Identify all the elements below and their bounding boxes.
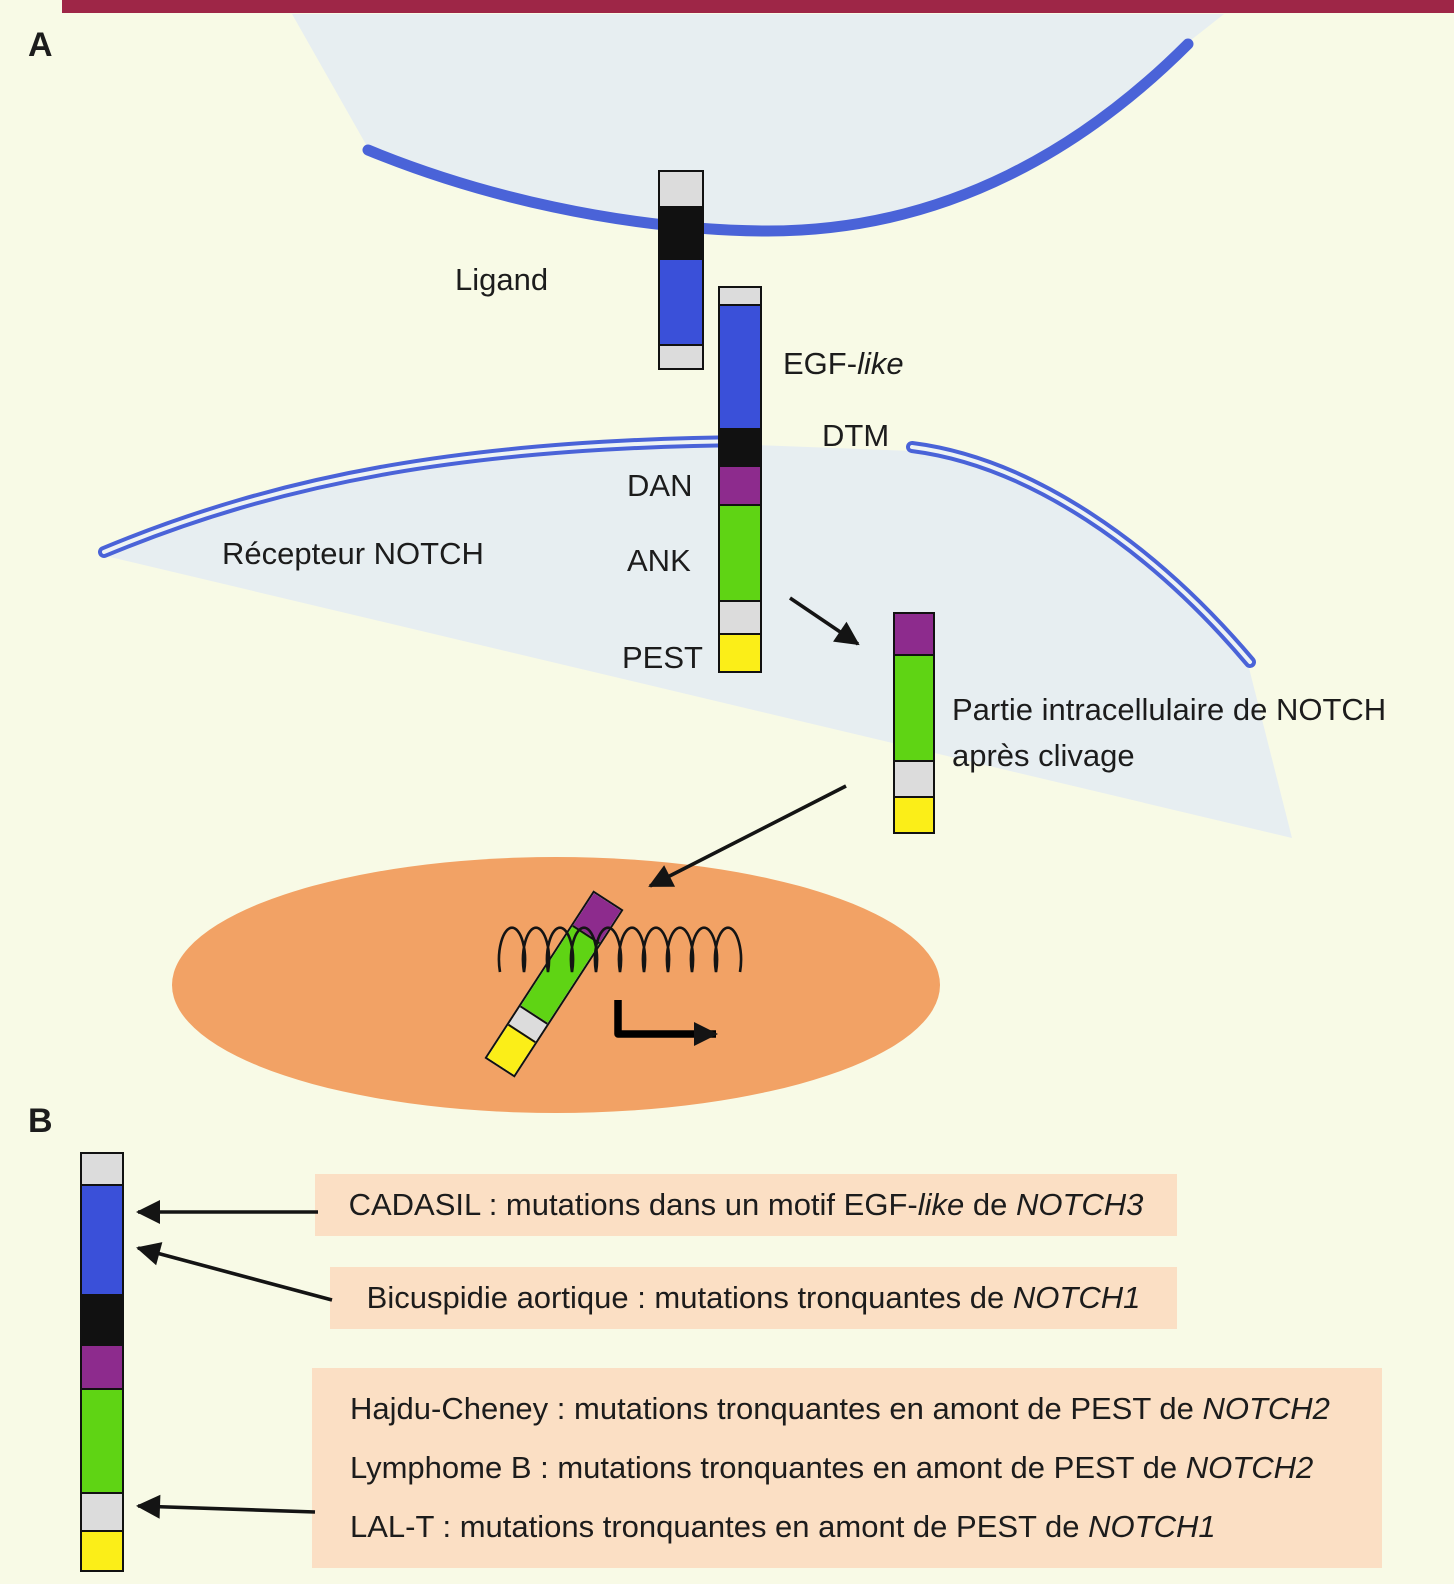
cleaved-segment-pest <box>895 796 933 832</box>
cleaved-segment-spacer <box>895 760 933 796</box>
dtm-label: DTM <box>822 418 890 453</box>
b-segment-ank <box>82 1388 122 1492</box>
b-segment-egf-like <box>82 1184 122 1294</box>
pest-mutations-box: Hajdu-Cheney : mutations tronquantes en … <box>312 1368 1382 1568</box>
ligand-label: Ligand <box>455 262 549 297</box>
receptor-segment-egf-like <box>720 304 760 428</box>
bicuspidie-arrow <box>136 1242 333 1302</box>
pest-mutations-arrow <box>136 1494 316 1519</box>
receptor-segment-ank <box>720 504 760 600</box>
cleaved-label-line1: Partie intracellulaire de NOTCH <box>952 692 1387 727</box>
lal-t-gene: NOTCH1 <box>1088 1509 1216 1544</box>
ligand-segment-cap-bottom <box>660 344 702 368</box>
lymphome-b-text: Lymphome B : mutations tronquantes en am… <box>350 1450 1186 1485</box>
cadasil-text-mid: de <box>964 1187 1016 1222</box>
b-segment-dan <box>82 1344 122 1388</box>
egf-like-label-text: EGF- <box>783 346 858 381</box>
panel-a-letter: A <box>28 26 53 64</box>
nuclear-segment-ank <box>520 924 601 1023</box>
signaling-cell-body <box>292 14 1224 231</box>
egf-like-label: EGF-like <box>783 346 904 382</box>
receptor-segment-cap <box>720 288 760 304</box>
b-segment-dtm <box>82 1294 122 1344</box>
hajdu-cheney-gene: NOTCH2 <box>1202 1391 1330 1426</box>
pest-label: PEST <box>622 640 703 675</box>
cleavage-arrow <box>788 596 860 646</box>
hajdu-cheney-text: Hajdu-Cheney : mutations tronquantes en … <box>350 1391 1203 1426</box>
ligand-segment-transmembrane <box>660 206 702 258</box>
lal-t-line: LAL-T : mutations tronquantes en amont d… <box>350 1509 1216 1545</box>
signaling-cell-membrane <box>362 38 1194 237</box>
receiving-cell-membrane-right-gap <box>910 445 1252 664</box>
transcription-arrow <box>614 1000 718 1046</box>
top-rule <box>62 0 1454 13</box>
hajdu-cheney-line: Hajdu-Cheney : mutations tronquantes en … <box>350 1391 1330 1427</box>
receptor-label: Récepteur NOTCH <box>222 536 484 571</box>
nuclear-notch-bar <box>484 890 624 1078</box>
cadasil-box: CADASIL : mutations dans un motif EGF-li… <box>315 1174 1177 1236</box>
cadasil-text-italic2: NOTCH3 <box>1015 1187 1144 1222</box>
lymphome-b-gene: NOTCH2 <box>1185 1450 1314 1485</box>
b-segment-cap <box>82 1154 122 1184</box>
cadasil-text-italic1: like <box>917 1187 965 1222</box>
b-segment-spacer <box>82 1492 122 1530</box>
receiving-cell-membrane-right <box>906 441 1256 668</box>
cadasil-text-normal: CADASIL : mutations dans un motif EGF- <box>348 1187 918 1222</box>
receptor-segment-pest <box>720 633 760 671</box>
ligand-segment-cap-top <box>660 172 702 206</box>
panel-b-notch-bar <box>80 1152 124 1572</box>
dna-coil <box>497 926 743 973</box>
bicuspidie-text-normal: Bicuspidie aortique : mutations tronquan… <box>366 1280 1013 1315</box>
receptor-segment-spacer <box>720 600 760 633</box>
dan-label: DAN <box>627 468 693 503</box>
ligand-segment-body <box>660 258 702 344</box>
bicuspidie-box: Bicuspidie aortique : mutations tronquan… <box>330 1267 1177 1329</box>
cadasil-text: CADASIL : mutations dans un motif EGF-li… <box>349 1187 1144 1223</box>
cleaved-segment-dan <box>895 614 933 654</box>
panel-b-letter: B <box>28 1102 53 1140</box>
nuclear-translocation-arrow <box>648 784 847 888</box>
lymphome-b-line: Lymphome B : mutations tronquantes en am… <box>350 1450 1313 1486</box>
ank-label: ANK <box>627 543 691 578</box>
bicuspidie-text: Bicuspidie aortique : mutations tronquan… <box>367 1280 1141 1316</box>
cleaved-label-line2: après clivage <box>952 738 1135 773</box>
b-segment-pest <box>82 1530 122 1570</box>
egf-like-label-italic: like <box>857 346 904 381</box>
bicuspidie-text-italic: NOTCH1 <box>1012 1280 1141 1315</box>
receptor-segment-dan <box>720 465 760 504</box>
receptor-segment-dtm <box>720 428 760 465</box>
lal-t-text: LAL-T : mutations tronquantes en amont d… <box>350 1509 1089 1544</box>
cleaved-notch-bar <box>893 612 935 834</box>
notch-receptor-bar <box>718 286 762 673</box>
ligand-bar <box>658 170 704 370</box>
cleaved-segment-ank <box>895 654 933 760</box>
